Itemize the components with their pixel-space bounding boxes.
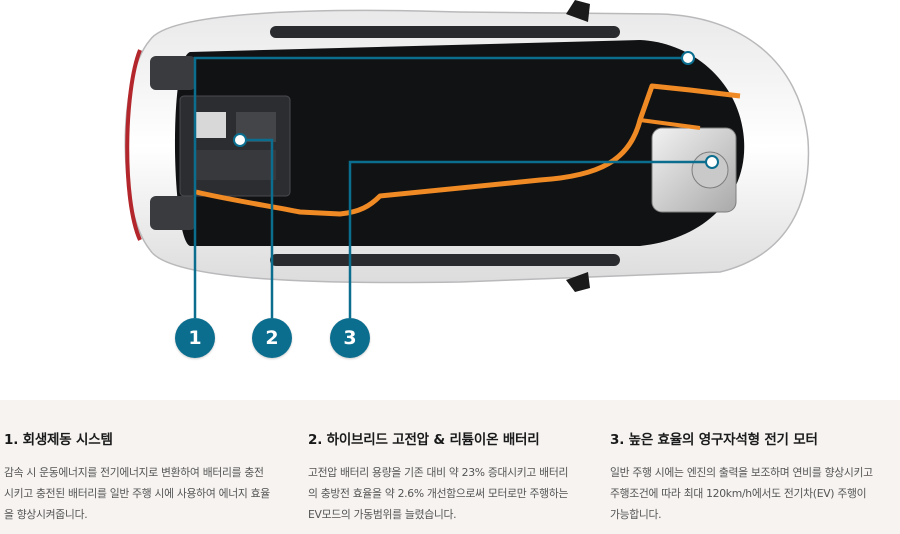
feature-1-line-2: 시키고 충전된 배터리를 일반 주행 시에 사용하여 에너지 효율 bbox=[4, 487, 270, 500]
marker-3: 3 bbox=[330, 318, 370, 358]
callout-dot-2 bbox=[233, 133, 247, 147]
callout-lines bbox=[193, 56, 712, 318]
car-top-view-illustration bbox=[124, 0, 810, 318]
rear-wheel-top bbox=[150, 56, 196, 90]
feature-2-title: 2. 하이브리드 고전압 & 리튬이온 배터리 bbox=[308, 432, 540, 448]
callout-dot-3 bbox=[705, 155, 719, 169]
feature-hybrid-battery: 2. 하이브리드 고전압 & 리튬이온 배터리 고전압 배터리 용량을 기존 대… bbox=[308, 428, 598, 525]
rear-lamp bbox=[125, 49, 142, 241]
battery-pack bbox=[179, 95, 291, 197]
callout-dot-1 bbox=[681, 51, 695, 65]
feature-2-line-2: 의 충방전 효율을 약 2.6% 개선함으로써 모터로만 주행하는 bbox=[308, 487, 569, 500]
feature-1-line-1: 감속 시 운동에너지를 전기에너지로 변환하여 배터리를 충전 bbox=[4, 466, 264, 479]
feature-1-line-3: 을 향상시켜줍니다. bbox=[4, 508, 88, 521]
car-cutaway-diagram: 1 2 3 bbox=[124, 0, 810, 358]
hv-cable bbox=[195, 83, 741, 217]
feature-3-line-1: 일반 주행 시에는 엔진의 출력을 보조하며 연비를 향상시키고 bbox=[610, 466, 873, 479]
feature-2-description: 고전압 배터리 용량을 기존 대비 약 23% 증대시키고 배터리 의 충방전 … bbox=[308, 462, 598, 525]
marker-1: 1 bbox=[175, 318, 215, 358]
callout-line-3 bbox=[348, 160, 712, 318]
rear-wheel-bottom bbox=[150, 196, 196, 230]
feature-3-line-2: 주행조건에 따라 최대 120km/h에서도 전기차(EV) 주행이 bbox=[610, 487, 867, 500]
feature-1-title: 1. 회생제동 시스템 bbox=[4, 432, 113, 448]
feature-3-title: 3. 높은 효율의 영구자석형 전기 모터 bbox=[610, 432, 818, 448]
feature-descriptions: 1. 회생제동 시스템 감속 시 운동에너지를 전기에너지로 변환하여 배터리를… bbox=[0, 400, 900, 534]
window-strip-top bbox=[270, 26, 620, 38]
feature-2-line-1: 고전압 배터리 용량을 기존 대비 약 23% 증대시키고 배터리 bbox=[308, 466, 569, 479]
feature-regenerative-braking: 1. 회생제동 시스템 감속 시 운동에너지를 전기에너지로 변환하여 배터리를… bbox=[4, 428, 294, 525]
feature-2-line-3: EV모드의 가동범위를 늘렸습니다. bbox=[308, 508, 457, 521]
mirror-bottom bbox=[566, 272, 590, 292]
feature-electric-motor: 3. 높은 효율의 영구자석형 전기 모터 일반 주행 시에는 엔진의 출력을 … bbox=[610, 428, 900, 525]
callout-line-1 bbox=[193, 56, 688, 318]
marker-2: 2 bbox=[252, 318, 292, 358]
feature-3-description: 일반 주행 시에는 엔진의 출력을 보조하며 연비를 향상시키고 주행조건에 따… bbox=[610, 462, 900, 525]
feature-3-line-3: 가능합니다. bbox=[610, 508, 662, 521]
callout-line-2 bbox=[240, 138, 274, 318]
window-strip-bottom bbox=[270, 254, 620, 266]
marker-3-number: 3 bbox=[343, 327, 357, 349]
feature-1-description: 감속 시 운동에너지를 전기에너지로 변환하여 배터리를 충전 시키고 충전된 … bbox=[4, 462, 294, 525]
mirror-top bbox=[566, 0, 590, 22]
marker-1-number: 1 bbox=[188, 327, 202, 349]
cabin-interior bbox=[174, 40, 745, 246]
marker-2-number: 2 bbox=[265, 327, 279, 349]
